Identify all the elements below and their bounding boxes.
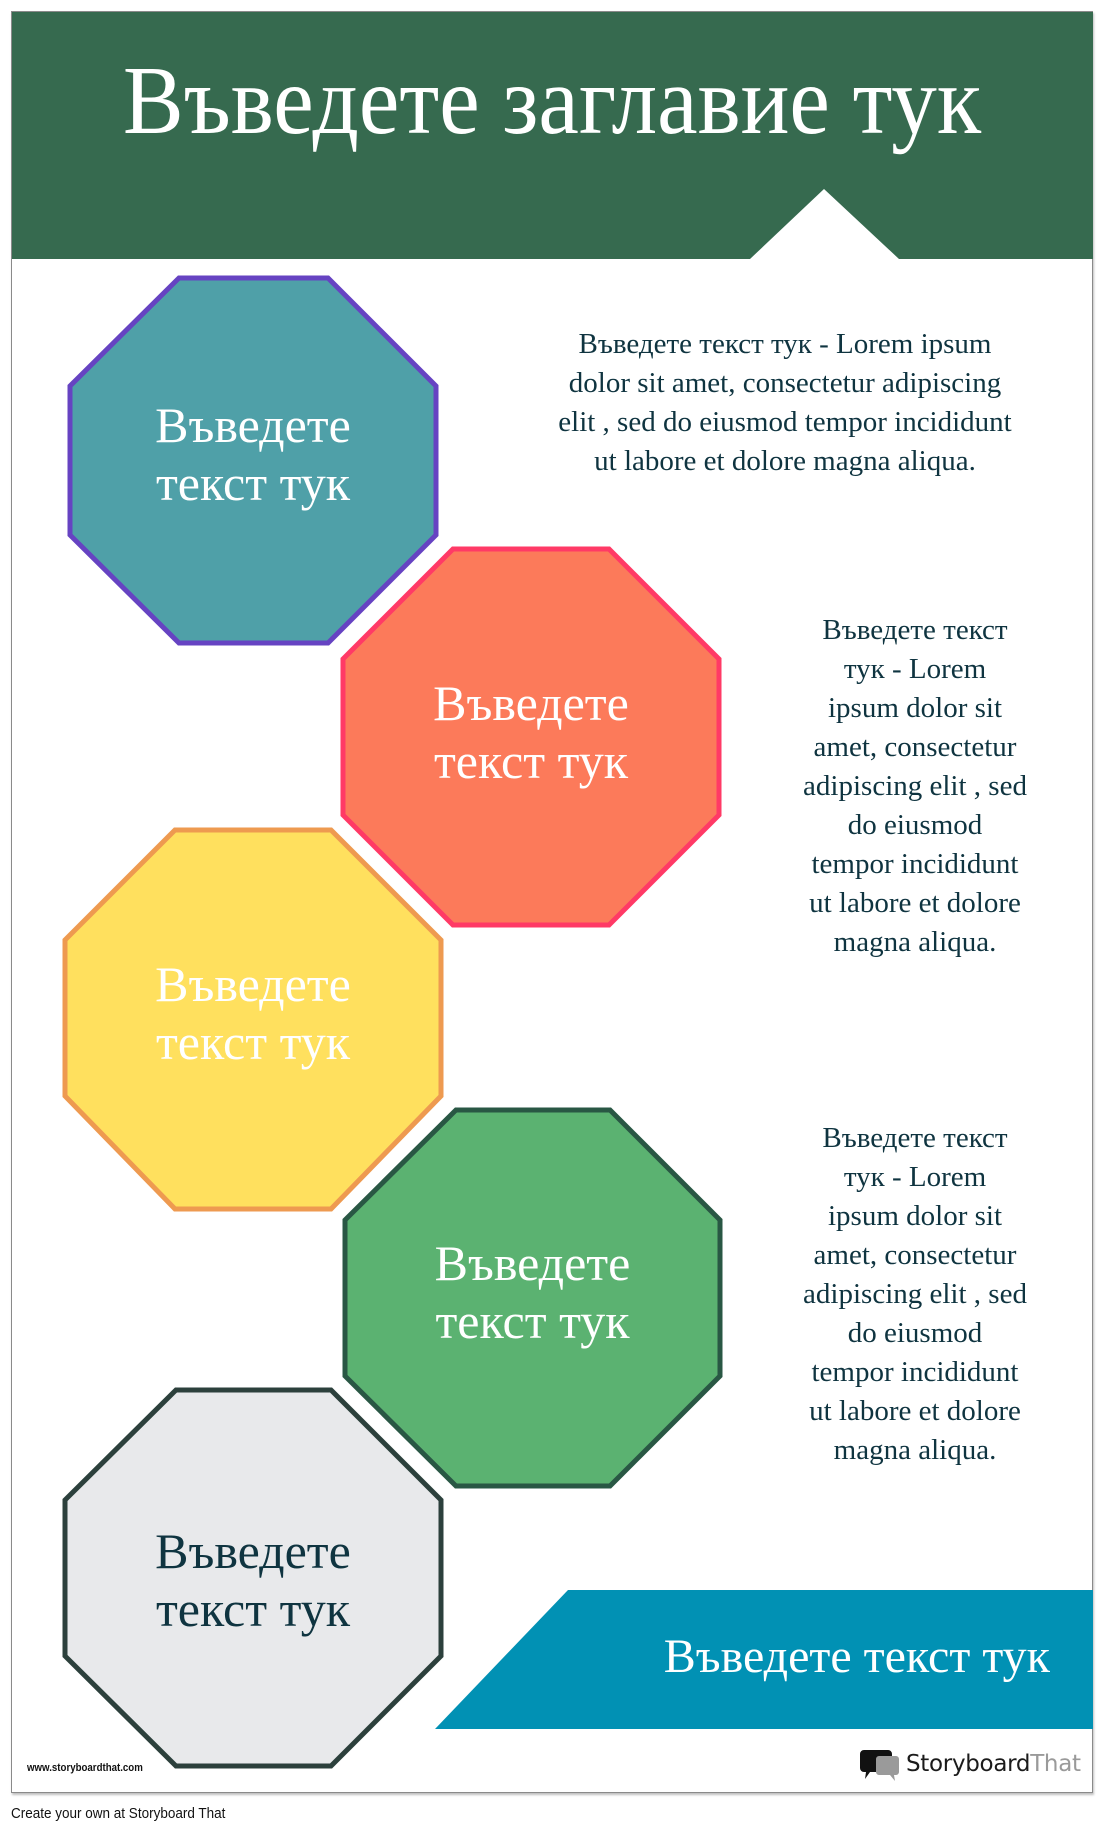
- octagon-2[interactable]: [340, 546, 722, 928]
- octagon-4[interactable]: [342, 1107, 723, 1489]
- description-line: Въведете текст тук - Lorem ipsum: [578, 328, 992, 360]
- description-line: tempor incididunt: [811, 848, 1019, 880]
- octagon-1-label[interactable]: Въведете текст тук: [70, 396, 436, 512]
- speech-bubbles-icon: [860, 1750, 899, 1781]
- description-line: amet, consectetur: [813, 731, 1017, 763]
- octagon-4-line1: Въведете: [434, 1235, 631, 1291]
- octagon-4-line2: текст тук: [435, 1293, 630, 1349]
- octagon-1[interactable]: [67, 275, 439, 646]
- description-line: Въведете текст: [822, 614, 1008, 646]
- octagon-1-line1: Въведете: [155, 397, 351, 453]
- description-line: тук - Lorem: [843, 653, 987, 685]
- description-line: ut labore et dolore magna aliqua.: [594, 445, 976, 477]
- octagon-2-line2: текст тук: [433, 733, 629, 789]
- description-line: adipiscing elit , sed: [803, 1278, 1027, 1310]
- description-2[interactable]: Въведете текст тук - Lorem ipsum dolor s…: [770, 611, 1060, 962]
- watermark-url: www.storyboardthat.com: [27, 1762, 143, 1774]
- logo-text-storyboard: Storyboard: [906, 1751, 1031, 1777]
- octagon-5-line1: Въведете: [155, 1523, 351, 1579]
- octagon-3-label[interactable]: Въведете текст тук: [65, 955, 441, 1071]
- description-1[interactable]: Въведете текст тук - Lorem ipsum dolor s…: [520, 325, 1050, 481]
- header-banner: [12, 12, 1093, 259]
- description-line: elit , sed do eiusmod tempor incididunt: [558, 406, 1012, 438]
- description-line: do eiusmod: [847, 809, 983, 841]
- description-line: amet, consectetur: [813, 1239, 1017, 1271]
- description-line: tempor incididunt: [811, 1356, 1019, 1388]
- octagon-5-label[interactable]: Въведете текст тук: [65, 1522, 441, 1638]
- octagon-2-line1: Въведете: [433, 675, 629, 731]
- logo-text: StoryboardThat: [906, 1751, 1081, 1777]
- page-title[interactable]: Въведете заглавие тук: [122, 47, 982, 155]
- bottom-banner: [435, 1590, 1093, 1729]
- octagon-3[interactable]: [62, 827, 444, 1212]
- description-line: ipsum dolor sit: [827, 1200, 1002, 1232]
- description-3[interactable]: Въведете текст тук - Lorem ipsum dolor s…: [770, 1119, 1060, 1470]
- octagon-4-label[interactable]: Въведете текст тук: [345, 1234, 720, 1350]
- octagon-3-line2: текст тук: [155, 1014, 351, 1070]
- octagon-5-line2: текст тук: [155, 1581, 351, 1637]
- banner-text[interactable]: Въведете текст тук: [663, 1630, 1050, 1683]
- description-line: do eiusmod: [847, 1317, 983, 1349]
- octagon-2-label[interactable]: Въведете текст тук: [343, 674, 719, 790]
- description-line: adipiscing elit , sed: [803, 770, 1027, 802]
- footer-create-link[interactable]: Create your own at Storyboard That: [11, 1805, 226, 1822]
- description-line: ut labore et dolore: [809, 1395, 1021, 1427]
- description-line: тук - Lorem: [843, 1161, 987, 1193]
- octagon-1-line2: текст тук: [155, 455, 351, 511]
- octagon-5[interactable]: [62, 1387, 444, 1769]
- storyboardthat-logo: StoryboardThat: [860, 1747, 1081, 1781]
- description-line: ut labore et dolore: [809, 887, 1021, 919]
- description-line: Въведете текст: [822, 1122, 1008, 1154]
- description-line: ipsum dolor sit: [827, 692, 1002, 724]
- description-line: magna aliqua.: [833, 1434, 997, 1466]
- logo-text-that: That: [1030, 1751, 1081, 1777]
- octagon-3-line1: Въведете: [155, 956, 351, 1012]
- description-line: dolor sit amet, consectetur adipiscing: [568, 367, 1002, 399]
- description-line: magna aliqua.: [833, 926, 997, 958]
